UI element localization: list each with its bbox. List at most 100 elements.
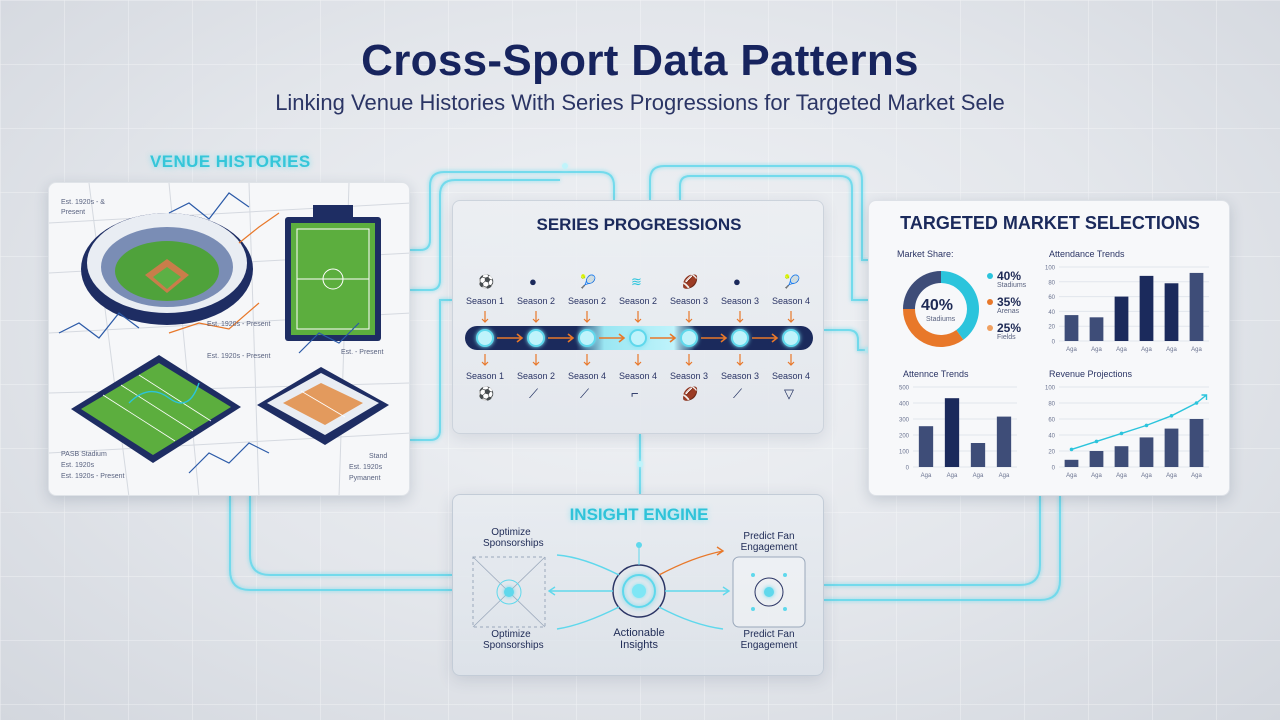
timeline-arrow bbox=[685, 354, 693, 366]
bar bbox=[1139, 275, 1154, 341]
donut-slice-fields bbox=[903, 271, 941, 309]
y-tick-label: 0 bbox=[906, 466, 910, 472]
venue-annotation-center: Est. 1920s - Present bbox=[207, 353, 271, 360]
venue-illustration bbox=[49, 183, 409, 495]
y-tick-label: 100 bbox=[899, 450, 910, 456]
soccer-field bbox=[285, 205, 381, 341]
actionable-insights-node bbox=[612, 542, 666, 618]
x-tick-label: Aga bbox=[947, 473, 958, 479]
sponsorships-label: Sponsorships bbox=[483, 538, 544, 549]
legend-dot bbox=[987, 325, 993, 331]
predict-fan-label: Predict Fan bbox=[743, 531, 795, 542]
season-label-bottom: Season 3 bbox=[720, 371, 760, 381]
insight-diagram bbox=[472, 542, 806, 630]
timeline-arrow bbox=[650, 333, 677, 343]
soccer-ball-icon: ⚽ bbox=[478, 274, 495, 289]
season-label-bottom: Season 1 bbox=[465, 371, 505, 381]
soccer-ball-icon: ⚽ bbox=[478, 386, 495, 401]
timeline-arrow bbox=[583, 354, 591, 366]
bar bbox=[970, 443, 986, 467]
timeline-arrow bbox=[481, 354, 489, 366]
timeline-arrow bbox=[532, 311, 540, 323]
bar bbox=[1089, 317, 1104, 341]
actionable-label: Actionable bbox=[613, 627, 665, 639]
timeline-arrow bbox=[736, 311, 744, 323]
timeline-node bbox=[629, 329, 647, 347]
x-tick-label: Aga bbox=[999, 473, 1010, 479]
wave-icon: ≋ bbox=[631, 274, 642, 289]
chart-title: Attendance Trends bbox=[1049, 249, 1125, 259]
sponsorship-node bbox=[472, 556, 546, 628]
baseball-stadium bbox=[81, 213, 253, 325]
season-label-bottom: Season 4 bbox=[567, 371, 607, 381]
y-tick-label: 300 bbox=[899, 418, 910, 424]
legend-value: 35% bbox=[997, 295, 1022, 309]
x-tick-label: Aga bbox=[1091, 473, 1102, 479]
x-tick-label: Aga bbox=[1091, 347, 1102, 353]
y-tick-label: 200 bbox=[899, 434, 910, 440]
y-tick-label: 500 bbox=[899, 386, 910, 392]
trend-point bbox=[1069, 447, 1074, 452]
x-tick-label: Aga bbox=[921, 473, 932, 479]
timeline-arrow bbox=[481, 311, 489, 323]
timeline-arrow bbox=[532, 354, 540, 366]
hockey-stick-icon: ⟋ bbox=[580, 386, 590, 401]
predict-fan-label: Predict Fan bbox=[743, 629, 795, 640]
tennis-racket-icon: 🎾 bbox=[580, 274, 597, 289]
season-label-top: Season 2 bbox=[516, 296, 556, 306]
timeline-node bbox=[578, 329, 596, 347]
x-tick-label: Aga bbox=[1116, 347, 1127, 353]
x-tick-label: Aga bbox=[1191, 473, 1202, 479]
timeline-node bbox=[680, 329, 698, 347]
legend-value: 40% bbox=[997, 269, 1022, 283]
bar bbox=[1064, 459, 1079, 467]
bar bbox=[1164, 283, 1179, 341]
venue-annotation-bl1: PASB Stadium bbox=[61, 451, 107, 458]
season-label-top: Season 3 bbox=[669, 296, 709, 306]
x-tick-label: Aga bbox=[1141, 347, 1152, 353]
football-icon: 🏈 bbox=[682, 274, 699, 289]
x-tick-label: Aga bbox=[1166, 473, 1177, 479]
y-tick-label: 80 bbox=[1048, 402, 1055, 408]
timeline-node bbox=[782, 329, 800, 347]
y-tick-label: 60 bbox=[1048, 295, 1055, 301]
page-title: Cross-Sport Data Patterns bbox=[361, 36, 919, 85]
timeline-arrow bbox=[599, 333, 626, 343]
legend-label: Arenas bbox=[997, 308, 1020, 315]
shuttlecock-icon: ▽ bbox=[784, 386, 794, 401]
timeline-node bbox=[527, 329, 545, 347]
legend-value: 25% bbox=[997, 321, 1022, 335]
y-tick-label: 20 bbox=[1048, 450, 1055, 456]
donut-center-value: 40% bbox=[921, 297, 954, 314]
basketball-arena bbox=[257, 367, 389, 445]
engagement-label: Engagement bbox=[740, 542, 798, 553]
x-tick-label: Aga bbox=[973, 473, 984, 479]
season-label-top: Season 2 bbox=[567, 296, 607, 306]
x-tick-label: Aga bbox=[1141, 473, 1152, 479]
legend-dot bbox=[987, 273, 993, 279]
trend-point bbox=[1144, 423, 1149, 428]
predict-fan-engagement-bottom: Predict Fan Engagement bbox=[735, 629, 803, 651]
bar bbox=[1114, 446, 1129, 467]
season-label-bottom: Season 3 bbox=[669, 371, 709, 381]
timeline-arrow bbox=[701, 333, 728, 343]
x-tick-label: Aga bbox=[1066, 473, 1077, 479]
y-tick-label: 80 bbox=[1048, 280, 1055, 286]
market-selections-title: TARGETED MARKET SELECTIONS bbox=[900, 213, 1200, 233]
trend-point bbox=[1094, 439, 1099, 444]
venue-annotation-br2: Est. 1920s bbox=[349, 464, 383, 471]
y-tick-label: 20 bbox=[1048, 325, 1055, 331]
predict-fan-engagement-top: Predict Fan Engagement bbox=[735, 531, 803, 553]
golf-club-icon: ⌐ bbox=[631, 386, 639, 401]
venue-annotation-br3: Pymanent bbox=[349, 475, 381, 482]
y-tick-label: 60 bbox=[1048, 418, 1055, 424]
legend-dot bbox=[987, 299, 993, 305]
football-icon: 🏈 bbox=[682, 386, 699, 401]
bar bbox=[1064, 315, 1079, 341]
timeline-arrow bbox=[787, 354, 795, 366]
venue-annotation-br1: Stand bbox=[369, 453, 388, 460]
market-share-label: Market Share: bbox=[897, 249, 954, 259]
